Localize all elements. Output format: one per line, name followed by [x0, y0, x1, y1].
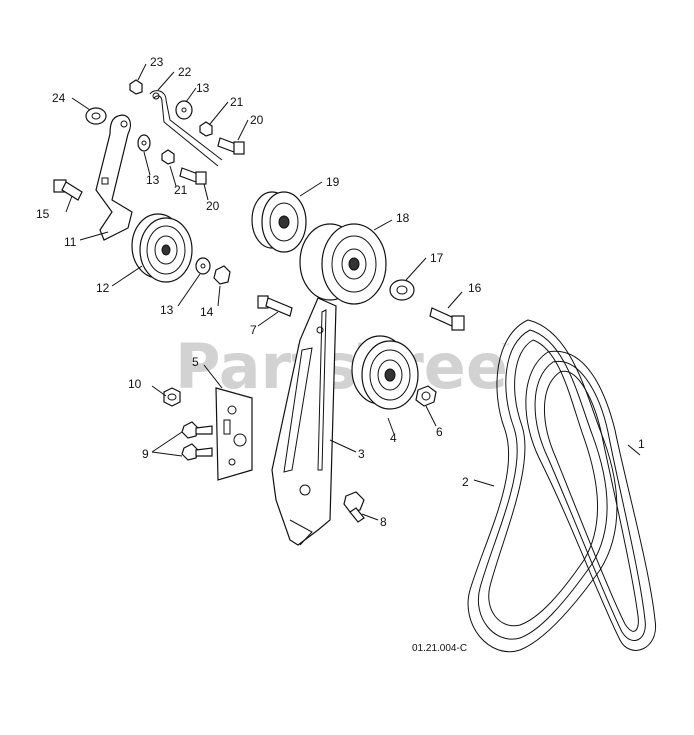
spacer-17[interactable]	[389, 279, 415, 301]
callout-11[interactable]: 11	[64, 235, 77, 249]
idler-bracket-3[interactable]	[271, 297, 337, 546]
nut-6[interactable]	[415, 385, 437, 407]
callout-9[interactable]: 9	[142, 447, 149, 461]
callout-18[interactable]: 18	[396, 211, 410, 225]
leader-lines	[65, 63, 641, 521]
nut-21a[interactable]	[199, 121, 213, 137]
nut-24[interactable]	[85, 107, 107, 125]
callout-13a[interactable]: 13	[196, 81, 210, 95]
watermark-trademark: ™	[500, 341, 512, 355]
callout-23[interactable]: 23	[150, 55, 164, 69]
callout-21b[interactable]: 21	[174, 183, 188, 197]
callout-16[interactable]: 16	[468, 281, 482, 295]
bolt-7[interactable]	[257, 295, 293, 317]
callout-labels: 1 2 3 4 5 6 7 8 9 10 11 12 13 13 13 14 1…	[36, 55, 645, 529]
bolt-20a[interactable]	[217, 137, 245, 155]
callout-1[interactable]: 1	[638, 437, 645, 451]
figure-code: 01.21.004-C	[412, 643, 467, 654]
bolt-16[interactable]	[429, 307, 465, 331]
washer-13b[interactable]	[137, 134, 151, 152]
callout-6[interactable]: 6	[436, 425, 443, 439]
callout-5[interactable]: 5	[192, 355, 199, 369]
callout-14[interactable]: 14	[200, 305, 214, 319]
washer-13c[interactable]	[195, 257, 211, 275]
callout-10[interactable]: 10	[128, 377, 142, 391]
belt-2[interactable]	[467, 319, 618, 653]
callout-13b[interactable]: 13	[146, 173, 160, 187]
rod-22[interactable]	[149, 90, 223, 167]
tension-arm-11[interactable]	[95, 114, 133, 241]
belt-1[interactable]	[525, 350, 657, 651]
callout-24[interactable]: 24	[52, 91, 66, 105]
nut-21b[interactable]	[161, 149, 175, 165]
washer-13a[interactable]	[175, 100, 193, 120]
watermark-text: PartsTree	[175, 330, 508, 403]
callout-12[interactable]: 12	[96, 281, 110, 295]
callout-7[interactable]: 7	[250, 323, 257, 337]
bolt-20b[interactable]	[179, 167, 207, 185]
bolt-15[interactable]	[53, 179, 83, 201]
pulley-18[interactable]	[299, 223, 387, 305]
pulley-19[interactable]	[251, 191, 307, 253]
callout-19[interactable]: 19	[326, 175, 340, 189]
pulley-12[interactable]	[131, 213, 193, 283]
mount-plate-5[interactable]	[215, 387, 253, 481]
callout-20b[interactable]: 20	[206, 199, 220, 213]
callout-13c[interactable]: 13	[160, 303, 174, 317]
nut-23[interactable]	[129, 79, 143, 95]
callout-22[interactable]: 22	[178, 65, 192, 79]
callout-21a[interactable]: 21	[230, 95, 244, 109]
nut-14[interactable]	[213, 265, 231, 285]
bolt-8[interactable]	[343, 491, 365, 523]
callout-20a[interactable]: 20	[250, 113, 264, 127]
callout-3[interactable]: 3	[358, 447, 365, 461]
callout-15[interactable]: 15	[36, 207, 50, 221]
bolts-9[interactable]	[181, 421, 213, 461]
callout-4[interactable]: 4	[390, 431, 397, 445]
callout-17[interactable]: 17	[430, 251, 444, 265]
callout-8[interactable]: 8	[380, 515, 387, 529]
callout-2[interactable]: 2	[462, 475, 469, 489]
idler-pulley-4[interactable]	[351, 335, 419, 410]
nut-10[interactable]	[163, 387, 181, 407]
